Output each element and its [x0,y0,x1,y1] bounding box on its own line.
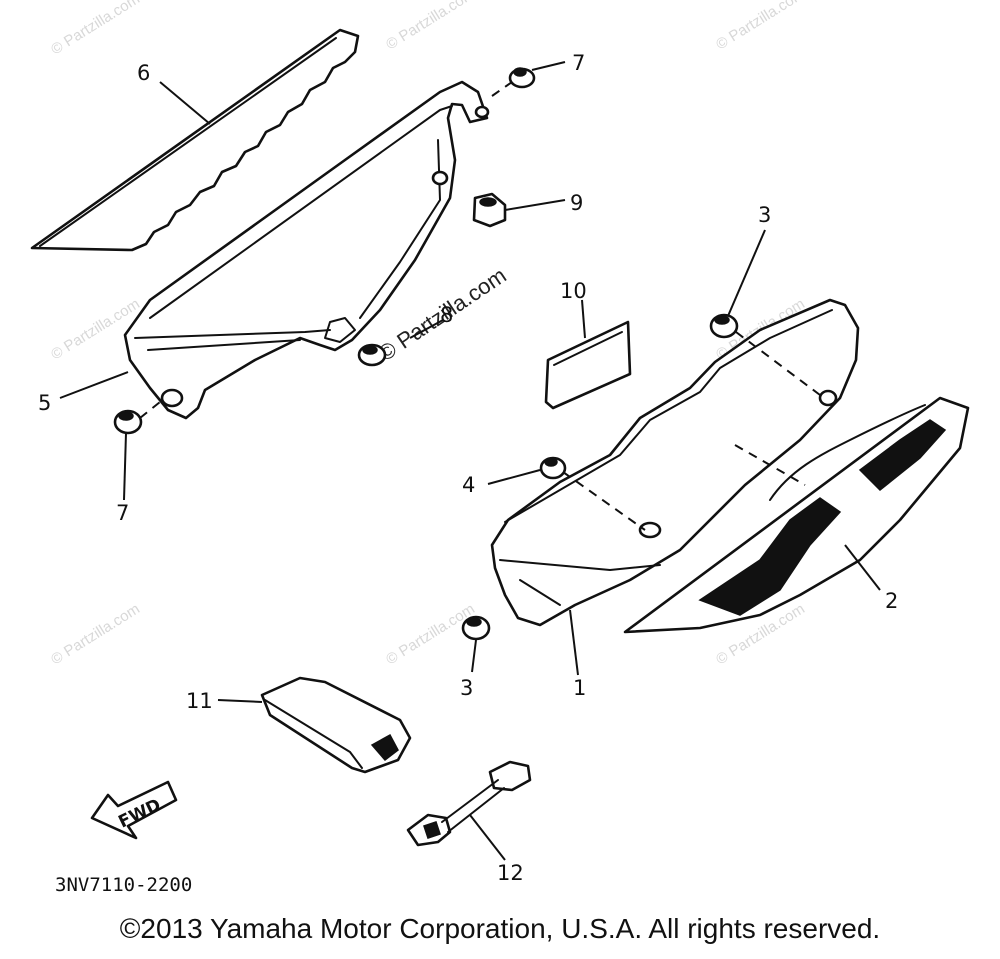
part-2-emblem [623,396,970,634]
callout-8: 8 [440,303,453,327]
callouts: 6 7 9 3 10 8 5 7 4 2 3 1 11 12 [38,51,898,885]
part-11-cap [260,676,412,774]
callout-6: 6 [137,61,150,85]
copyright-notice: ©2013 Yamaha Motor Corporation, U.S.A. A… [119,913,881,944]
part-5-bracket [123,80,490,420]
callout-2: 2 [885,589,898,613]
watermark: © Partzilla.com [383,0,478,53]
callout-3-bottom: 3 [460,676,473,700]
callout-12: 12 [497,861,524,885]
part-3-grommet-bottom [461,615,491,641]
watermark: © Partzilla.com [48,600,143,668]
part-8-grommet [357,343,387,367]
watermark: © Partzilla.com [48,0,143,58]
callout-7-top: 7 [572,51,585,75]
callout-5: 5 [38,391,51,415]
part-10-pad [544,320,632,410]
callout-10: 10 [560,279,587,303]
assembly-lines [139,81,821,531]
callout-9: 9 [570,191,583,215]
watermark: © Partzilla.com [713,0,808,53]
part-1-side-cover [490,298,860,627]
callout-3-top: 3 [758,203,771,227]
part-code: 3NV7110-2200 [55,874,192,896]
callout-11: 11 [186,689,213,713]
part-7-grommet-top [508,67,536,89]
callout-7-bottom: 7 [116,501,129,525]
part-4-grommet [539,456,567,480]
part-12-strap [406,760,532,847]
watermark: © Partzilla.com [383,600,478,668]
part-9-collar [472,192,507,228]
callout-1: 1 [573,676,586,700]
part-7-grommet-left [113,409,143,435]
part-6-strip [30,28,360,252]
part-3-grommet-top [709,313,739,339]
fwd-arrow: FWD [90,780,178,840]
leader-lines [59,61,881,861]
callout-4: 4 [462,473,475,497]
